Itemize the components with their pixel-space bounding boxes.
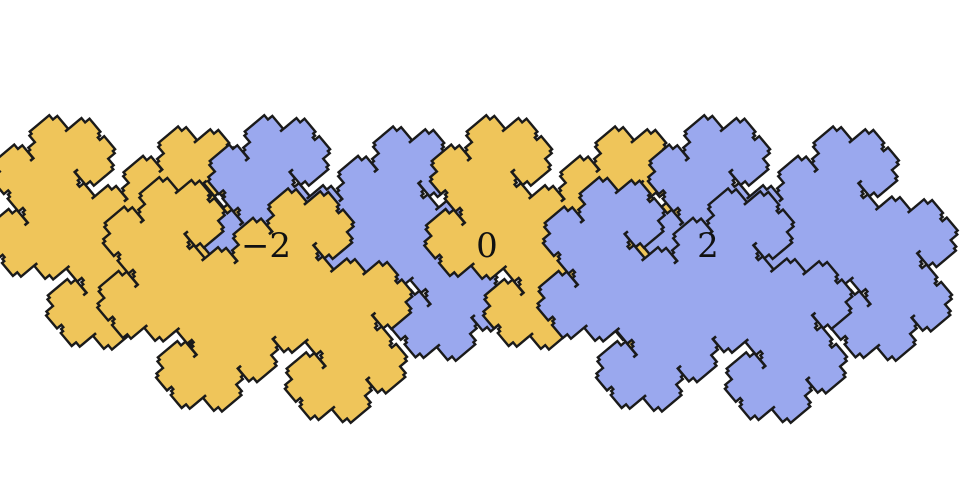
label-two: 2 [697,226,719,266]
gold-tile-3 [95,175,415,425]
label-zero: 0 [476,226,498,266]
blue-tile-3-fill [539,178,851,422]
blue-tile-3 [535,175,855,425]
label-minus-two: −2 [241,226,291,266]
tiles-layer [0,113,960,425]
labels-layer: −2 0 2 [241,226,719,266]
gold-tile-3-fill [99,178,411,422]
